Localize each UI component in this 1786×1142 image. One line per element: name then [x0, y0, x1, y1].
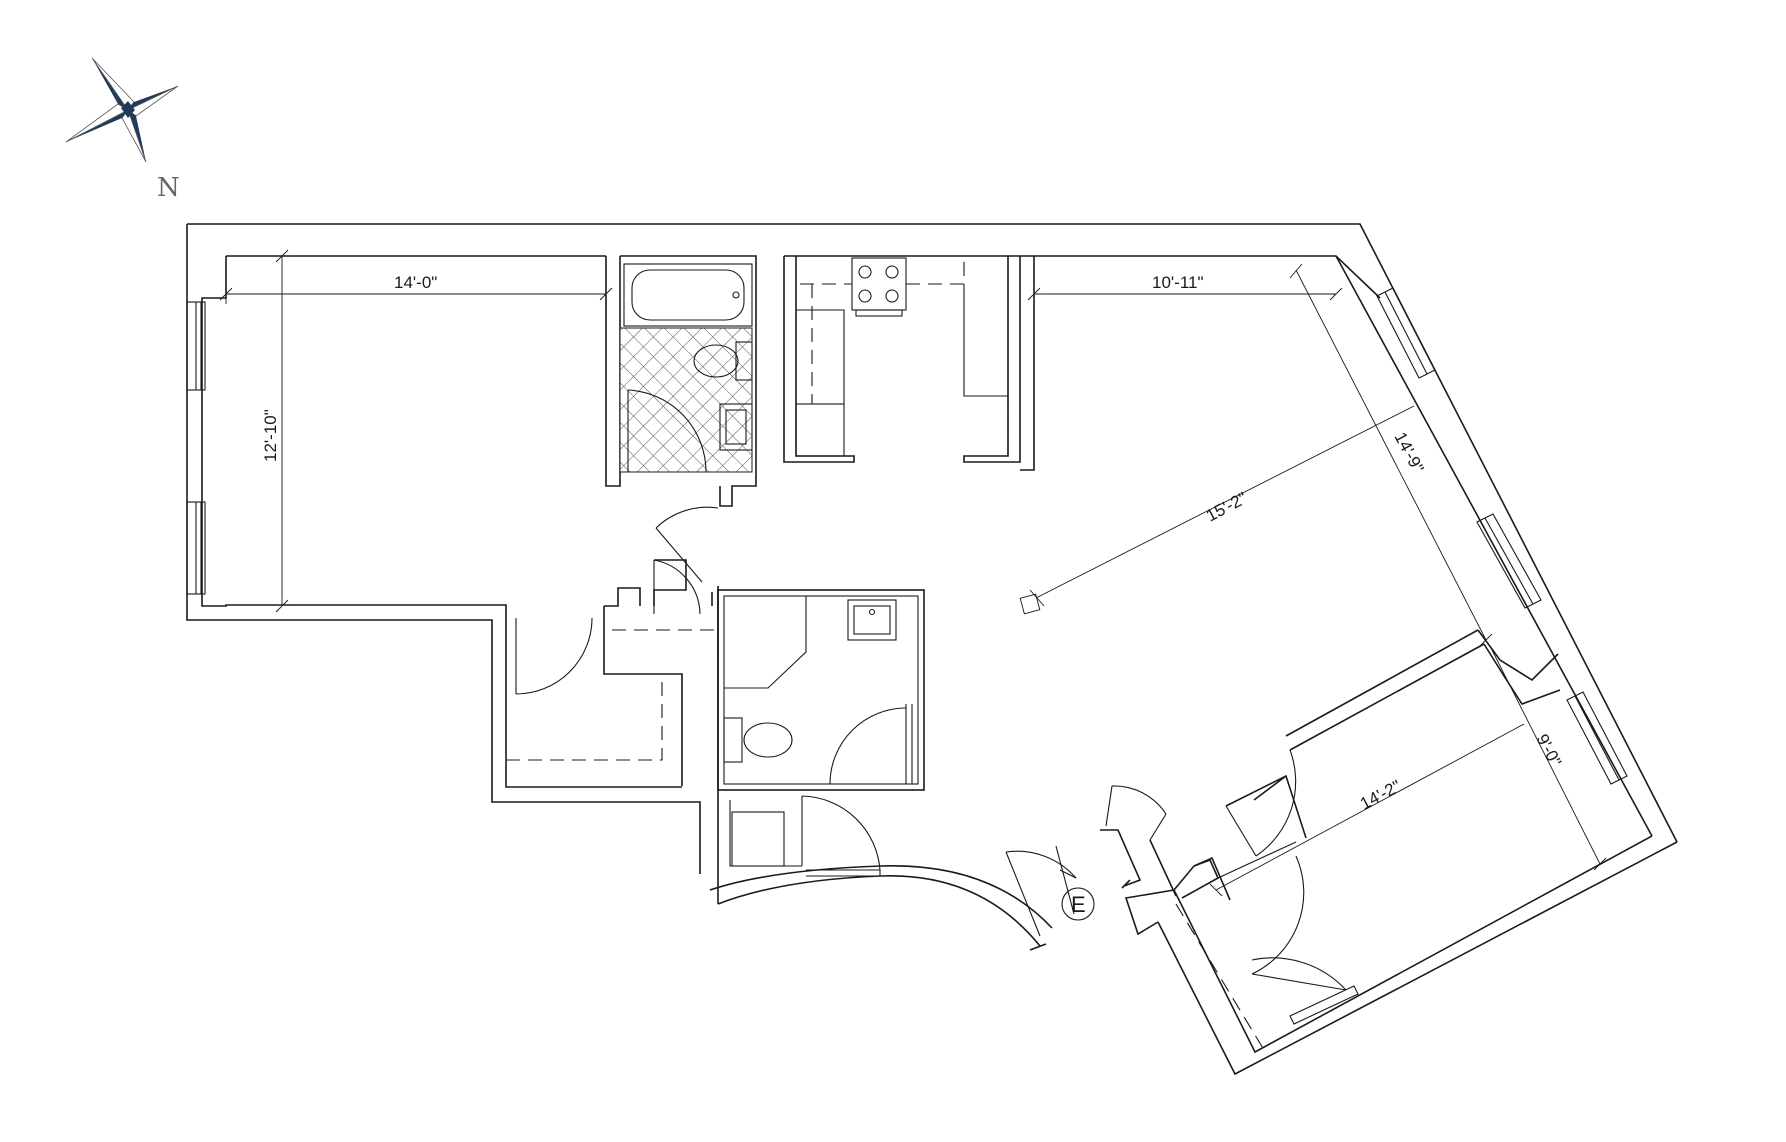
svg-text:12'-10": 12'-10" [261, 409, 280, 462]
sink-top [719, 403, 753, 451]
fridge [795, 403, 845, 457]
dim-living-width: 14'-0" [219, 273, 613, 304]
window-west-upper [186, 301, 206, 391]
bathtub [623, 263, 753, 327]
door-hall [655, 506, 719, 583]
kitchen [783, 255, 1035, 471]
dim-east-width: 10'-11" [1027, 273, 1343, 301]
toilet-center [723, 717, 793, 763]
window-east-3 [1566, 691, 1628, 785]
exterior-walls [186, 223, 1678, 1076]
compass-north-label: N [157, 173, 180, 203]
entry-door [1100, 785, 1177, 897]
dim-living-depth: 12'-10" [261, 249, 289, 613]
coat-closet [506, 617, 683, 761]
toilet-top [693, 341, 753, 381]
entry-corridor [709, 845, 1077, 951]
bedroom-walls [1173, 629, 1561, 1051]
bathroom-center [717, 589, 925, 791]
svg-text:10'-11": 10'-11" [1152, 273, 1204, 292]
window-east-1 [1376, 287, 1436, 379]
window-east-2 [1476, 513, 1542, 609]
utility-closet [717, 790, 881, 904]
window-west-lower [186, 501, 206, 595]
svg-text:14'-2": 14'-2" [1357, 776, 1404, 813]
door-bathroom-top [627, 389, 707, 473]
dim-diagonal-main: 15'-2" [1019, 405, 1415, 615]
entrance-marker: E [1061, 887, 1095, 921]
stove [851, 257, 907, 317]
door-bathroom-center [829, 704, 913, 785]
svg-text:E: E [1071, 892, 1086, 917]
svg-text:9'-0": 9'-0" [1532, 731, 1565, 770]
svg-text:14'-9": 14'-9" [1390, 429, 1427, 476]
sink-center [847, 599, 897, 641]
dim-bedroom-width: 9'-0" [1489, 645, 1607, 871]
svg-text:14'-0": 14'-0" [394, 273, 437, 292]
svg-text:15'-2": 15'-2" [1203, 488, 1250, 525]
dim-east-wall-upper: 14'-9" [1289, 263, 1493, 647]
dim-bedroom-length: 14'-2" [1209, 723, 1525, 897]
compass-rose-icon [65, 57, 179, 163]
bathroom-top [605, 255, 757, 507]
